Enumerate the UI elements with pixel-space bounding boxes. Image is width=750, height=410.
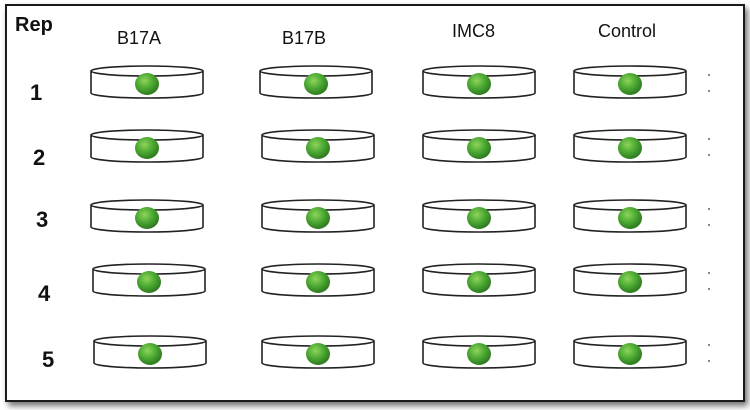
edge-dot <box>708 138 710 140</box>
petri-dish-icon <box>90 65 204 99</box>
petri-dish-icon <box>422 65 536 99</box>
colony-icon <box>618 343 642 365</box>
petri-dish-icon <box>573 65 687 99</box>
colony-icon <box>467 343 491 365</box>
edge-dot <box>708 344 710 346</box>
edge-dot <box>708 272 710 274</box>
colony-icon <box>467 137 491 159</box>
colony-icon <box>618 73 642 95</box>
colony-icon <box>306 343 330 365</box>
colony-icon <box>467 207 491 229</box>
petri-dish-icon <box>261 129 375 163</box>
petri-dish-icon <box>259 65 373 99</box>
edge-dot <box>708 154 710 156</box>
column-header-imc8: IMC8 <box>452 21 496 41</box>
colony-icon <box>135 73 159 95</box>
column-header-control: Control <box>598 21 657 41</box>
edge-dot <box>708 74 710 76</box>
colony-icon <box>306 137 330 159</box>
petri-dish-icon <box>573 129 687 163</box>
row-label-1: 1 <box>30 80 43 105</box>
column-header-b17a: B17A <box>117 28 162 48</box>
colony-icon <box>618 207 642 229</box>
row-label-4: 4 <box>38 281 51 306</box>
colony-icon <box>304 73 328 95</box>
colony-icon <box>137 271 161 293</box>
petri-dish-icon <box>261 335 375 369</box>
edge-dot <box>708 208 710 210</box>
petri-dish-icon <box>93 335 207 369</box>
petri-dish-icon <box>90 199 204 233</box>
petri-dish-icon <box>422 335 536 369</box>
petri-dish-icon <box>422 129 536 163</box>
edge-dot <box>708 360 710 362</box>
petri-dish-icon <box>422 199 536 233</box>
colony-icon <box>138 343 162 365</box>
petri-dish-icon <box>573 199 687 233</box>
petri-dish-icon <box>573 263 687 297</box>
row-label-3: 3 <box>36 207 49 232</box>
colony-icon <box>618 271 642 293</box>
petri-dish-icon <box>92 263 206 297</box>
petri-dish-icon <box>261 199 375 233</box>
colony-icon <box>618 137 642 159</box>
petri-dish-icon <box>261 263 375 297</box>
petri-dish-icon <box>573 335 687 369</box>
colony-icon <box>467 73 491 95</box>
petri-dish-icon <box>90 129 204 163</box>
colony-icon <box>306 271 330 293</box>
colony-icon <box>306 207 330 229</box>
colony-icon <box>135 137 159 159</box>
column-header-b17b: B17B <box>282 28 327 48</box>
colony-icon <box>135 207 159 229</box>
row-label-5: 5 <box>42 347 55 372</box>
rep-header-label: Rep <box>15 14 53 36</box>
petri-dish-icon <box>422 263 536 297</box>
edge-dot <box>708 224 710 226</box>
edge-dot <box>708 288 710 290</box>
row-label-2: 2 <box>33 145 46 170</box>
colony-icon <box>467 271 491 293</box>
edge-dot <box>708 90 710 92</box>
